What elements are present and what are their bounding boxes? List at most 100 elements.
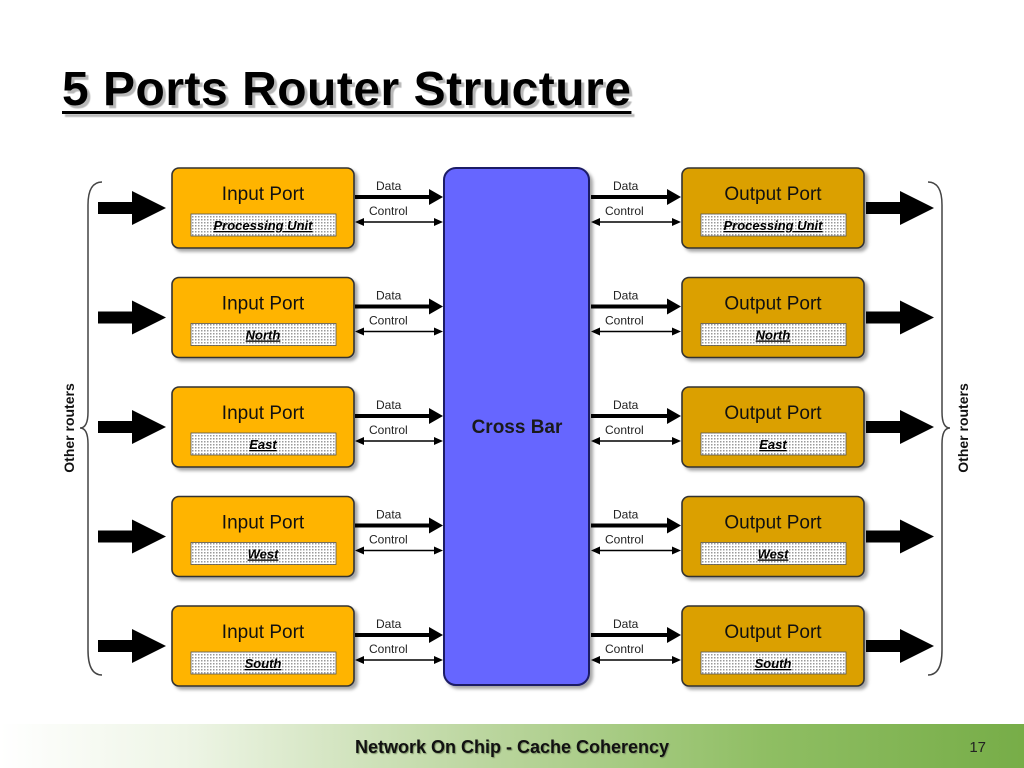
- data-arrow-head: [667, 627, 681, 643]
- control-label: Control: [369, 423, 408, 437]
- data-label: Data: [376, 179, 402, 193]
- output-port-name: North: [756, 328, 791, 343]
- input-port-sub-panel: [190, 213, 337, 237]
- input-port-title: Input Port: [222, 513, 305, 534]
- input-port-name: South: [245, 656, 282, 671]
- control-arrow-head-left: [591, 546, 600, 555]
- incoming-arrow: [98, 300, 166, 335]
- control-label: Control: [369, 314, 408, 328]
- output-port-sub-panel: [700, 651, 847, 675]
- data-label: Data: [376, 398, 402, 412]
- incoming-arrow: [98, 629, 166, 663]
- data-label: Data: [376, 617, 402, 631]
- output-port-sub-panel: [700, 432, 847, 456]
- crossbar-box: [443, 167, 590, 686]
- input-port-title: Input Port: [222, 622, 305, 643]
- router-diagram: Other routers Other routers Cross Bar In…: [61, 167, 971, 687]
- output-port-title: Output Port: [724, 294, 822, 315]
- control-arrow-head-left: [355, 546, 364, 555]
- control-label: Control: [605, 423, 644, 437]
- left-brace: [79, 181, 103, 676]
- outgoing-arrow: [866, 300, 934, 335]
- output-port-title: Output Port: [724, 513, 822, 534]
- control-arrow-head-right: [672, 437, 681, 445]
- control-arrow-head-right: [434, 218, 443, 226]
- control-label: Control: [605, 314, 644, 328]
- incoming-arrow: [98, 410, 166, 444]
- output-port-name: West: [758, 547, 789, 562]
- input-port-sub-panel: [190, 651, 337, 675]
- page-number: 17: [969, 739, 986, 756]
- control-arrow-head-left: [591, 437, 600, 445]
- control-label: Control: [369, 204, 408, 218]
- slide-title: 5 Ports Router Structure: [62, 63, 632, 116]
- output-port-name: East: [759, 437, 787, 452]
- control-arrow-head-right: [672, 546, 681, 555]
- output-port-title: Output Port: [724, 184, 822, 205]
- crossbar: Cross Bar: [443, 167, 590, 686]
- control-arrow-head-left: [355, 656, 364, 664]
- input-port-sub-panel: [190, 323, 337, 346]
- data-label: Data: [613, 289, 639, 303]
- output-port-sub-panel: [700, 213, 847, 237]
- control-arrow-head-left: [591, 327, 600, 336]
- footer-bar: [0, 724, 1024, 768]
- data-label: Data: [613, 617, 639, 631]
- data-arrow-head: [429, 627, 443, 643]
- output-port-sub-panel: [700, 323, 847, 346]
- outgoing-arrow: [866, 410, 934, 444]
- control-arrow-head-right: [672, 656, 681, 664]
- crossbar-label: Cross Bar: [472, 417, 563, 438]
- control-arrow-head-right: [672, 218, 681, 226]
- data-label: Data: [376, 289, 402, 303]
- outgoing-arrow: [866, 519, 934, 554]
- control-arrow-head-left: [591, 218, 600, 226]
- control-label: Control: [605, 204, 644, 218]
- control-arrow-head-right: [434, 327, 443, 336]
- data-label: Data: [613, 508, 639, 522]
- output-port-title: Output Port: [724, 403, 822, 424]
- control-arrow-head-left: [355, 218, 364, 226]
- data-arrow-head: [429, 189, 443, 205]
- data-arrow-head: [429, 408, 443, 424]
- control-label: Control: [605, 533, 644, 547]
- input-port-name: Processing Unit: [214, 218, 314, 233]
- incoming-arrow: [98, 191, 166, 225]
- control-arrow-head-right: [434, 437, 443, 445]
- data-arrow-head: [429, 517, 443, 534]
- control-label: Control: [369, 533, 408, 547]
- data-arrow-head: [667, 298, 681, 315]
- input-port-name: West: [248, 547, 279, 562]
- control-label: Control: [369, 642, 408, 656]
- footer-title: Network On Chip - Cache Coherency: [354, 737, 670, 757]
- data-label: Data: [613, 398, 639, 412]
- incoming-arrow: [98, 519, 166, 554]
- data-label: Data: [613, 179, 639, 193]
- output-port-name: South: [755, 656, 792, 671]
- control-arrow-head-right: [434, 546, 443, 555]
- outgoing-arrow: [866, 629, 934, 663]
- input-port-title: Input Port: [222, 403, 305, 424]
- control-arrow-head-left: [591, 656, 600, 664]
- output-port-sub-panel: [700, 542, 847, 565]
- control-arrow-head-right: [434, 656, 443, 664]
- input-port-title: Input Port: [222, 294, 305, 315]
- side-label-left: Other routers: [61, 383, 77, 473]
- outgoing-arrow: [866, 191, 934, 225]
- control-arrow-head-right: [672, 327, 681, 336]
- data-arrow-head: [667, 408, 681, 424]
- input-port-name: North: [246, 328, 281, 343]
- data-label: Data: [376, 508, 402, 522]
- control-label: Control: [605, 642, 644, 656]
- data-arrow-head: [667, 189, 681, 205]
- input-port-sub-panel: [190, 432, 337, 456]
- input-port-title: Input Port: [222, 184, 305, 205]
- data-arrow-head: [667, 517, 681, 534]
- output-port-title: Output Port: [724, 622, 822, 643]
